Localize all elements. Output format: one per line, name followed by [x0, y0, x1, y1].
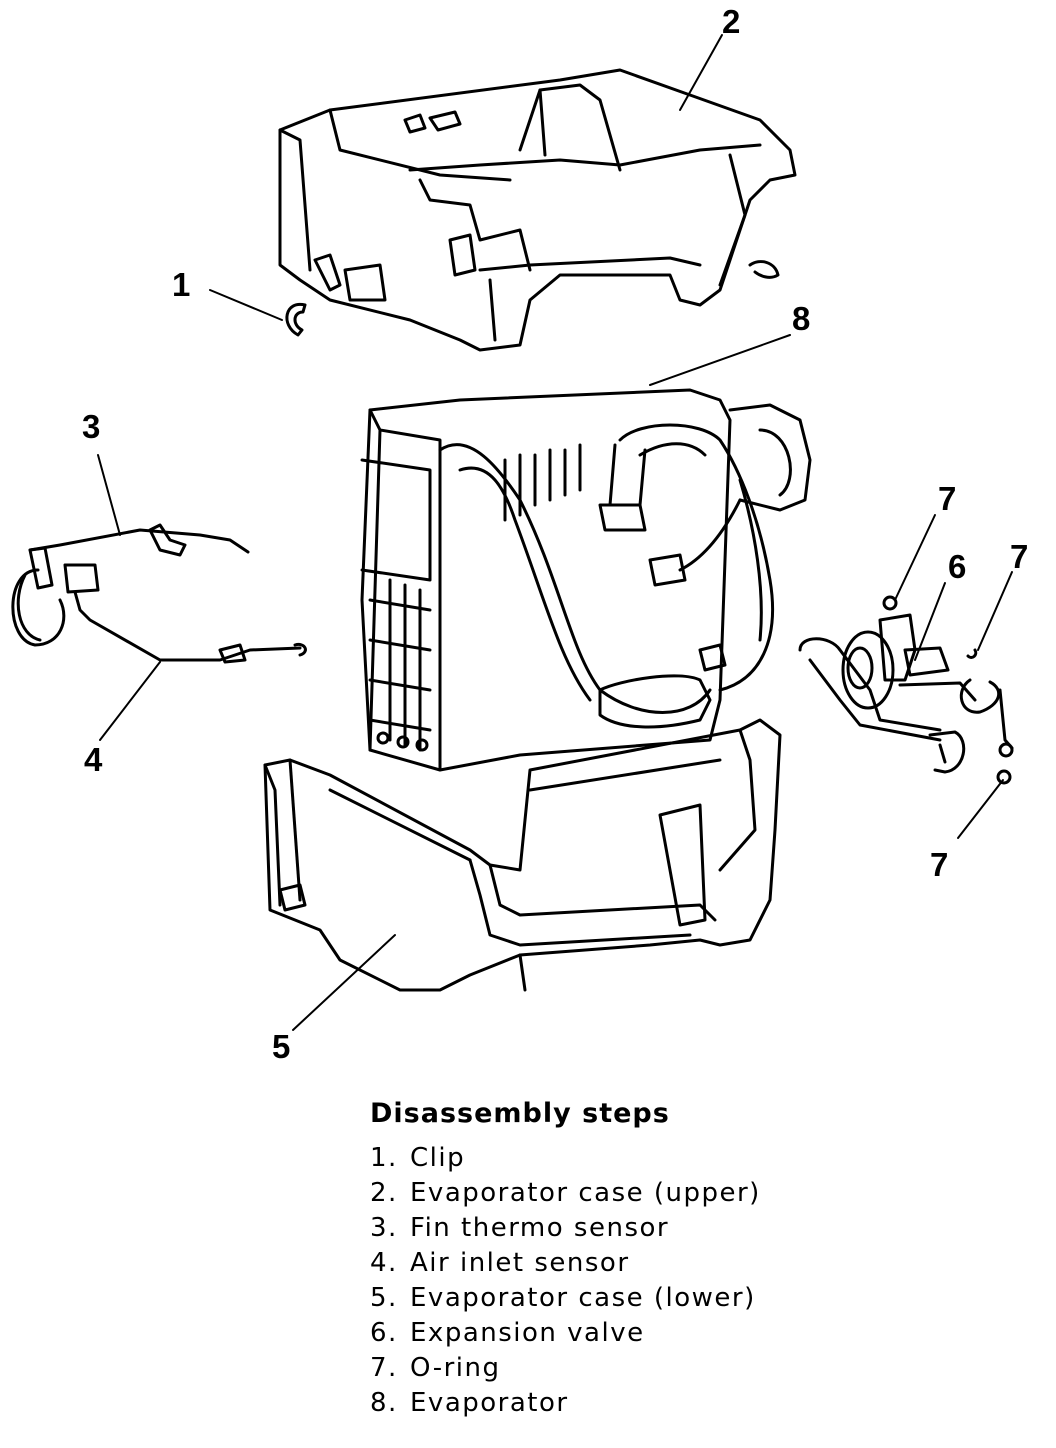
- callout-5: 5: [272, 1028, 291, 1065]
- step-number: 4.: [370, 1248, 398, 1278]
- step-item: 8. Evaporator: [370, 1386, 930, 1421]
- step-item: 7. O-ring: [370, 1351, 930, 1386]
- step-label: Expansion valve: [410, 1318, 645, 1348]
- step-label: Air inlet sensor: [410, 1248, 630, 1278]
- step-number: 6.: [370, 1318, 398, 1348]
- evaporator-drawing: [360, 388, 812, 772]
- callout-7-bottom: 7: [930, 846, 949, 883]
- step-number: 1.: [370, 1143, 398, 1173]
- step-label: Evaporator: [410, 1388, 569, 1418]
- steps-title: Disassembly steps: [370, 1098, 670, 1129]
- step-label: Fin thermo sensor: [410, 1213, 670, 1243]
- step-item: 1. Clip: [370, 1141, 930, 1176]
- callout-6: 6: [948, 548, 967, 585]
- clip-drawing: [285, 302, 307, 337]
- disassembly-steps: Disassembly steps 1. Clip 2. Evaporator ca…: [370, 1098, 930, 1421]
- step-number: 8.: [370, 1388, 398, 1418]
- expansion-valve-drawing: [798, 595, 1014, 785]
- step-item: 4. Air inlet sensor: [370, 1246, 930, 1281]
- callout-4: 4: [84, 741, 103, 778]
- evaporator-case-lower-drawing: [263, 718, 782, 992]
- callout-7-right: 7: [1010, 538, 1029, 575]
- step-item: 3. Fin thermo sensor: [370, 1211, 930, 1246]
- step-label: Evaporator case (lower): [410, 1283, 756, 1313]
- callout-1: 1: [172, 266, 191, 303]
- step-item: 5. Evaporator case (lower): [370, 1281, 930, 1316]
- evaporator-case-upper-drawing: [278, 68, 797, 352]
- callout-7-top: 7: [938, 480, 957, 517]
- step-number: 5.: [370, 1283, 398, 1313]
- exploded-view-diagram: [11, 34, 1014, 1031]
- step-item: 6. Expansion valve: [370, 1316, 930, 1351]
- callout-2: 2: [722, 3, 741, 40]
- step-number: 7.: [370, 1353, 398, 1383]
- callout-3: 3: [82, 408, 101, 445]
- step-item: 2. Evaporator case (upper): [370, 1176, 930, 1211]
- step-label: O-ring: [410, 1353, 501, 1383]
- leader-lines: [97, 34, 1013, 1031]
- step-number: 2.: [370, 1178, 398, 1208]
- sensor-harness-drawing: [11, 523, 307, 664]
- callout-8: 8: [792, 300, 811, 337]
- step-label: Evaporator case (upper): [410, 1178, 761, 1208]
- step-label: Clip: [410, 1143, 466, 1173]
- step-number: 3.: [370, 1213, 398, 1243]
